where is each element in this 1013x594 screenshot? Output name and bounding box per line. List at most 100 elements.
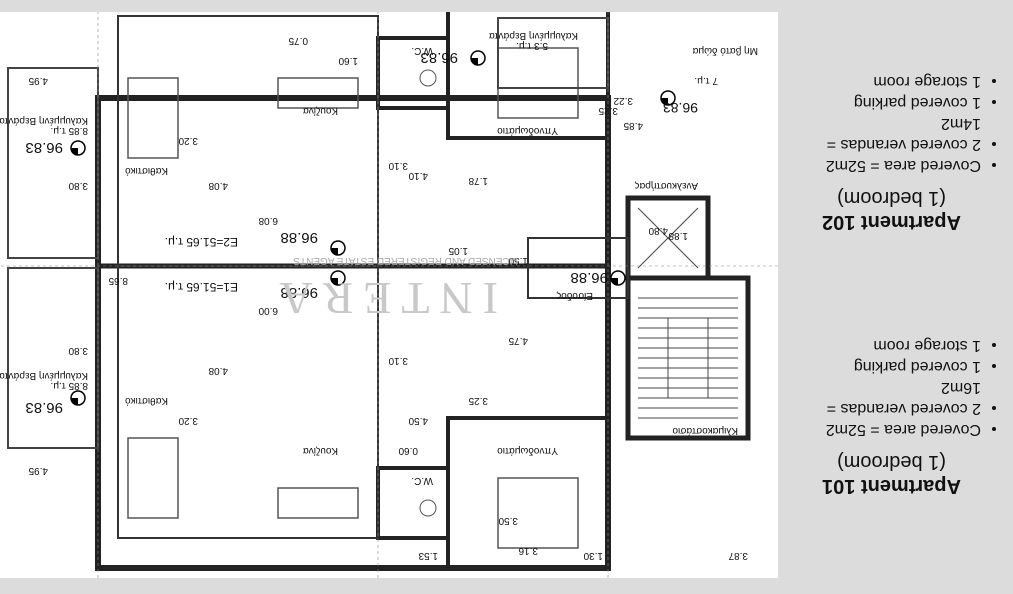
dim-150: 1.50	[508, 255, 528, 266]
dim-178: 1.78	[468, 175, 488, 186]
feature-item: 2 covered verandas = 16m2	[784, 377, 981, 419]
dim-600-b: 6.08	[258, 215, 278, 226]
dim-485: 4.85	[623, 120, 643, 131]
dim-075: 0.75	[288, 35, 308, 46]
living-kitchen-102	[117, 15, 379, 267]
apartment-102-block: Apartment 102 (1 bedroom) Covered area =…	[784, 71, 999, 234]
kitchen-counter-102	[277, 77, 359, 109]
dim-410: 4.10	[408, 170, 428, 181]
veranda-level-2: 96.83	[25, 139, 63, 156]
dim-408-b: 4.08	[208, 180, 228, 191]
bed-101	[497, 477, 579, 549]
dim-865: 8.65	[108, 275, 128, 286]
plan-text: 96.88 96.88 96.88 96.83 96.83 96.83 96.8…	[0, 30, 758, 561]
dim-188: 1.88	[668, 230, 688, 241]
dim-130: 1.30	[583, 550, 603, 561]
dim-320-b: 3.20	[178, 135, 198, 146]
watermark-logo: INTERA	[269, 273, 498, 324]
dim-380-b: 3.80	[68, 180, 88, 191]
dim-310-a: 3.10	[388, 355, 408, 366]
rotated-plan-group: 96.88 96.88 96.88 96.83 96.83 96.83 96.8…	[0, 12, 778, 578]
stair-treads	[638, 297, 738, 419]
veranda-102	[7, 67, 99, 259]
bed-102	[497, 47, 579, 119]
veranda-area-4: 7 τ.μ.	[694, 75, 718, 86]
apartment-102-subtitle: (1 bedroom)	[837, 187, 946, 209]
dim-322: 3.22	[613, 95, 633, 106]
veranda-area-3: 5.3 τ.μ.	[516, 40, 548, 51]
dim-350: 3.50	[498, 515, 518, 526]
veranda-label-3: Καλυμμένη Βεράντα	[489, 30, 578, 42]
bedroom-label-1: Υπνοδωμάτιο	[497, 445, 558, 457]
living-label-1: Καθιστικό	[125, 395, 168, 407]
wc-label-1: W.C.	[411, 475, 433, 486]
area-e1: E1=51.65 τ.μ.	[165, 280, 238, 294]
watermark-tagline: LICENSED AND REGISTERED ESTATE AGENTS	[293, 255, 518, 266]
feature-item: 1 storage room	[784, 71, 981, 92]
veranda-area-1: 8.85 τ.μ.	[50, 380, 88, 391]
veranda-101	[7, 267, 99, 449]
apartment-102-features: Covered area = 52m2 2 covered verandas =…	[784, 71, 999, 176]
level-marker	[70, 50, 676, 406]
feature-item: 1 covered parking	[784, 92, 981, 113]
dim-310-b: 3.10	[388, 160, 408, 171]
dim-320-a: 3.20	[178, 415, 198, 426]
apartment-101-title: Apartment 101	[822, 475, 961, 497]
dim-060: 0.60	[398, 445, 418, 456]
kitchen-label-1: Κουζίνα	[303, 445, 338, 457]
dim-105: 1.05	[448, 245, 468, 256]
dim-408-a: 4.08	[208, 365, 228, 376]
dim-380-a: 3.80	[68, 345, 88, 356]
dim-450: 4.50	[408, 415, 428, 426]
living-label-2: Καθιστικό	[125, 165, 168, 177]
bedroom-label-2: Υπνοδωμάτιο	[497, 125, 558, 137]
dim-480: 4.80	[648, 225, 668, 236]
floor-plan-drawing: 96.88 96.88 96.88 96.83 96.83 96.83 96.8…	[0, 12, 778, 578]
feature-item: 2 covered verandas = 14m2	[784, 113, 981, 155]
feature-item: 1 storage room	[784, 335, 981, 356]
dim-160: 1.60	[338, 55, 358, 66]
level-b: 96.88	[280, 229, 318, 246]
apartment-notes-panel: Apartment 101 (1 bedroom) Covered area =…	[778, 0, 1013, 594]
apartment-102-title: Apartment 102	[822, 211, 961, 233]
wc-label-2: W.C.	[411, 45, 433, 56]
dim-325-b: 3.25	[598, 105, 618, 116]
veranda-level-3: 96.83	[420, 49, 458, 66]
dim-316: 3.16	[518, 545, 538, 556]
veranda-level-4: 96.83	[663, 100, 698, 116]
floor-plan-svg: 96.88 96.88 96.88 96.83 96.83 96.83 96.8…	[0, 12, 778, 578]
dim-495-a: 4.95	[28, 465, 48, 476]
veranda-label-1: Καλυμμένη Βεράντα	[0, 370, 88, 382]
dim-495-b: 4.95	[28, 75, 48, 86]
veranda-label-2: Καλυμμένη Βεράντα	[0, 115, 88, 127]
level-a: 96.88	[280, 284, 318, 301]
dim-387: 3.87	[728, 550, 748, 561]
lift-label: Ανελκυστήρας	[634, 180, 698, 192]
sofa-101	[127, 437, 179, 519]
entrance-hall	[527, 237, 629, 299]
feature-item: Covered area = 52m2	[784, 419, 981, 440]
feature-item: Covered area = 52m2	[784, 155, 981, 176]
kitchen-label-2: Κουζίνα	[303, 105, 338, 117]
watermark: INTERA LICENSED AND REGISTERED ESTATE AG…	[269, 255, 518, 324]
kitchen-counter-101	[277, 487, 359, 519]
apartment-101-features: Covered area = 52m2 2 covered verandas =…	[784, 335, 999, 440]
dim-600-a: 6.00	[258, 305, 278, 316]
entrance-label: Είσοδος	[556, 290, 593, 302]
apartment-101-subtitle: (1 bedroom)	[837, 451, 946, 473]
stair-well	[667, 317, 709, 399]
veranda-bedroom	[497, 17, 609, 89]
dim-153: 1.53	[418, 550, 438, 561]
veranda-level-1: 96.83	[25, 399, 63, 416]
uncovered-label: Μη βατό δώμα	[692, 45, 758, 57]
area-e2: E2=51.65 τ.μ.	[165, 235, 238, 249]
veranda-area-2: 8.85 τ.μ.	[50, 125, 88, 136]
outer-wall	[95, 95, 611, 571]
dim-475: 4.75	[508, 335, 528, 346]
dim-325-a: 3.25	[468, 395, 488, 406]
level-c: 96.88	[570, 269, 608, 286]
notes-rotated: Apartment 101 (1 bedroom) Covered area =…	[778, 0, 1013, 594]
sofa-102	[127, 77, 179, 159]
apartment-101-block: Apartment 101 (1 bedroom) Covered area =…	[784, 335, 999, 498]
grid-lines	[0, 12, 778, 578]
